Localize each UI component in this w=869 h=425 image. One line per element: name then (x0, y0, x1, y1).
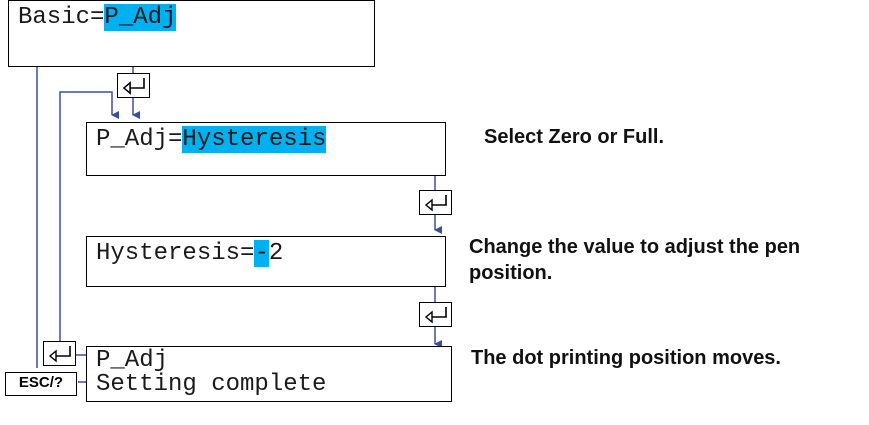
basic-prefix: Basic= (18, 4, 105, 31)
note-change-line-1: Change the value to adjust the pen (469, 236, 801, 258)
enter-key-1[interactable] (117, 73, 150, 98)
display-hysteresis: Hysteresis=-2 (86, 236, 446, 287)
enter-key-3[interactable] (419, 302, 452, 327)
hysteresis-cursor: - (254, 240, 269, 267)
display-hysteresis-line: Hysteresis=-2 (96, 240, 284, 267)
complete-line-1: P_Adj (96, 347, 169, 374)
basic-selected-value: P_Adj (104, 4, 177, 31)
padj-prefix: P_Adj= (96, 126, 183, 153)
display-padj-line: P_Adj=Hysteresis (96, 126, 327, 153)
enter-key-icon (424, 195, 447, 212)
enter-key-icon (122, 78, 145, 95)
note-select: Select Zero or Full. (484, 126, 665, 148)
hysteresis-prefix: Hysteresis= (96, 240, 255, 267)
enter-key-icon (48, 346, 71, 363)
hysteresis-value: 2 (268, 240, 284, 267)
enter-key-4[interactable] (43, 341, 76, 366)
enter-key-icon (424, 307, 447, 324)
enter-key-2[interactable] (419, 190, 452, 215)
display-padj: P_Adj=Hysteresis (86, 122, 446, 176)
note-change-line-2: position. (469, 262, 553, 284)
complete-line-2: Setting complete (96, 371, 327, 398)
display-basic-line: Basic=P_Adj (18, 4, 177, 31)
flow-arrows (36, 52, 442, 383)
display-basic: Basic=P_Adj (8, 0, 375, 67)
note-moves: The dot printing position moves. (471, 347, 781, 369)
arrow-return-loop (59, 91, 119, 345)
esc-key[interactable]: ESC/? (5, 372, 77, 396)
display-complete: P_Adj Setting complete (86, 346, 452, 402)
padj-selected-value: Hysteresis (182, 126, 327, 153)
